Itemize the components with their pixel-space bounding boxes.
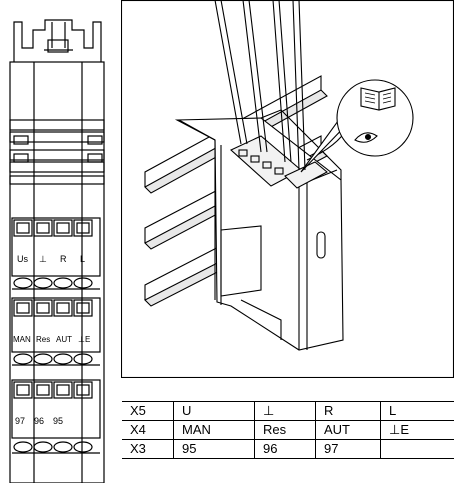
table-cell: 95: [173, 439, 255, 459]
table-row: X4 MAN Res AUT ⊥E: [122, 420, 454, 440]
top-connector: [13, 19, 102, 62]
table-cell: 96: [254, 439, 316, 459]
table-cell: 97: [315, 439, 381, 459]
table-cell: X5: [122, 401, 174, 421]
terminal-label-us: Us: [17, 254, 28, 264]
terminal-label-r: R: [60, 254, 67, 264]
table-row: X5 U ⊥ R L: [122, 401, 454, 421]
terminal-label-ground: ⊥: [39, 254, 47, 264]
eye-icon: [354, 132, 378, 143]
device-front-view: Us ⊥ R L MAN Res AUT ⊥E 97 96 95: [9, 19, 105, 483]
housing-slots: [9, 119, 105, 185]
housing-outline: [9, 61, 105, 483]
terminal-label-aut: AUT: [56, 335, 72, 344]
table-cell: MAN: [173, 420, 255, 440]
table-cell: X3: [122, 439, 174, 459]
terminal-label-97: 97: [15, 416, 25, 426]
table-row: X3 95 96 97: [122, 439, 454, 459]
table-cell: ⊥: [254, 401, 316, 421]
terminal-label-96: 96: [34, 416, 44, 426]
table-cell: ⊥E: [380, 420, 454, 440]
terminal-block-lower: [11, 379, 101, 454]
terminal-label-earth: ⊥E: [78, 335, 90, 344]
instruction-callout: [300, 79, 414, 173]
terminal-label-l: L: [80, 254, 85, 264]
terminal-assignment-table: X5 U ⊥ R L X4 MAN Res AUT ⊥E X3 95 96 97: [122, 401, 454, 459]
installation-illustration: [121, 0, 454, 378]
screwdriver-tools: [214, 0, 306, 171]
terminal-block-middle: [11, 297, 101, 366]
table-cell: L: [380, 401, 454, 421]
terminal-label-man: MAN: [13, 335, 31, 344]
table-cell: R: [315, 401, 381, 421]
terminal-label-95: 95: [53, 416, 63, 426]
terminal-block-upper: [11, 217, 101, 290]
table-cell: AUT: [315, 420, 381, 440]
table-cell: U: [173, 401, 255, 421]
module-terminals: [230, 135, 328, 189]
table-cell: Res: [254, 420, 316, 440]
table-cell: [380, 439, 454, 459]
table-cell: X4: [122, 420, 174, 440]
terminal-label-res: Res: [36, 335, 50, 344]
